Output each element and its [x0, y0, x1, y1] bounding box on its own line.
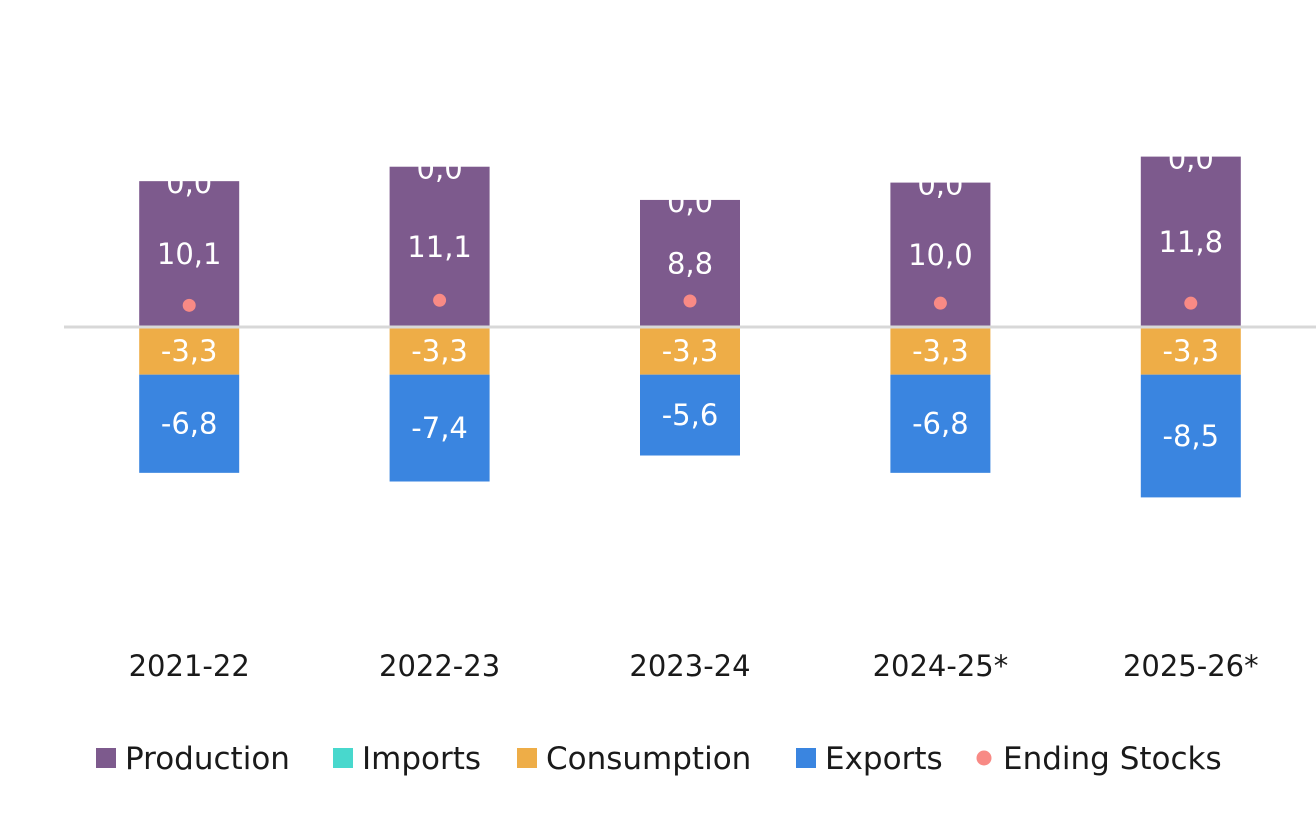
data-label-production-2024-25: 10,0 — [908, 238, 973, 272]
data-label-production-2025-26: 11,8 — [1159, 225, 1224, 259]
category-label-2022-23: 2022-23 — [379, 649, 500, 683]
bar-exports-2023-24 — [640, 374, 740, 456]
bar-consumption-2023-24 — [640, 327, 740, 375]
legend-swatch-ending-stocks — [976, 750, 992, 766]
legend-item-production: Production — [96, 741, 290, 777]
bar-consumption-2025-26 — [1140, 327, 1241, 375]
data-label-production-2023-24: 8,8 — [667, 246, 713, 280]
data-label-exports-2023-24: -5,6 — [662, 398, 719, 432]
bar-exports-2022-23 — [389, 374, 490, 482]
data-label-consumption-2025-26: -3,3 — [1163, 334, 1220, 368]
legend-label-consumption: Consumption — [546, 741, 751, 777]
marker-ending-stocks-2023-24 — [683, 294, 697, 308]
legend-label-exports: Exports — [825, 741, 943, 777]
data-label-production-2022-23: 11,1 — [407, 230, 472, 264]
data-label-exports-2024-25: -6,8 — [912, 407, 969, 441]
marker-ending-stocks-2022-23 — [433, 293, 447, 307]
data-label-consumption-2024-25: -3,3 — [912, 334, 969, 368]
category-label-2021-22: 2021-22 — [129, 649, 250, 683]
data-label-exports-2022-23: -7,4 — [411, 411, 468, 445]
legend-item-exports: Exports — [796, 741, 943, 777]
bar-consumption-2021-22 — [139, 327, 240, 375]
data-label-top-production-2024-25: 0,0 — [917, 168, 963, 202]
legend-label-ending-stocks: Ending Stocks — [1003, 741, 1222, 777]
data-label-top-production-2023-24: 0,0 — [667, 185, 713, 219]
legend-swatch-production — [96, 748, 116, 768]
data-label-top-production-2022-23: 0,0 — [417, 152, 463, 186]
marker-ending-stocks-2024-25 — [933, 296, 947, 310]
data-label-top-production-2025-26: 0,0 — [1168, 142, 1214, 176]
category-label-2024-25: 2024-25* — [873, 649, 1009, 683]
category-label-2025-26: 2025-26* — [1123, 649, 1259, 683]
legend-label-production: Production — [125, 741, 290, 777]
marker-ending-stocks-2021-22 — [182, 298, 196, 312]
bar-consumption-2024-25 — [890, 327, 991, 375]
legend-item-imports: Imports — [333, 741, 481, 777]
data-label-production-2021-22: 10,1 — [157, 237, 222, 271]
bar-exports-2021-22 — [139, 374, 240, 473]
marker-ending-stocks-2025-26 — [1184, 296, 1198, 310]
category-label-2023-24: 2023-24 — [629, 649, 750, 683]
data-labels-layer: 10,1 0,0 -3,3 -6,8 11,1 0,0 -3,3 -7,4 8,8 0,0 -3,3… — [157, 142, 1223, 453]
legend: Production Imports Consumption Exports Endin… — [96, 741, 1222, 777]
data-label-exports-2021-22: -6,8 — [161, 407, 218, 441]
data-label-exports-2025-26: -8,5 — [1163, 419, 1220, 453]
data-label-consumption-2022-23: -3,3 — [411, 334, 468, 368]
data-label-consumption-2021-22: -3,3 — [161, 334, 218, 368]
legend-swatch-imports — [333, 748, 353, 768]
data-label-consumption-2023-24: -3,3 — [662, 334, 719, 368]
legend-label-imports: Imports — [362, 741, 481, 777]
legend-swatch-consumption — [517, 748, 537, 768]
legend-item-consumption: Consumption — [517, 741, 751, 777]
legend-swatch-exports — [796, 748, 816, 768]
data-label-top-production-2021-22: 0,0 — [166, 166, 212, 200]
bar-exports-2025-26 — [1140, 374, 1241, 498]
legend-item-ending-stocks: Ending Stocks — [976, 741, 1222, 777]
bar-consumption-2022-23 — [389, 327, 490, 375]
ending-stocks-markers-layer — [182, 293, 1198, 312]
category-labels-layer: 2021-22 2022-23 2023-24 2024-25* 2025-26* — [129, 649, 1259, 683]
bar-exports-2024-25 — [890, 374, 991, 473]
